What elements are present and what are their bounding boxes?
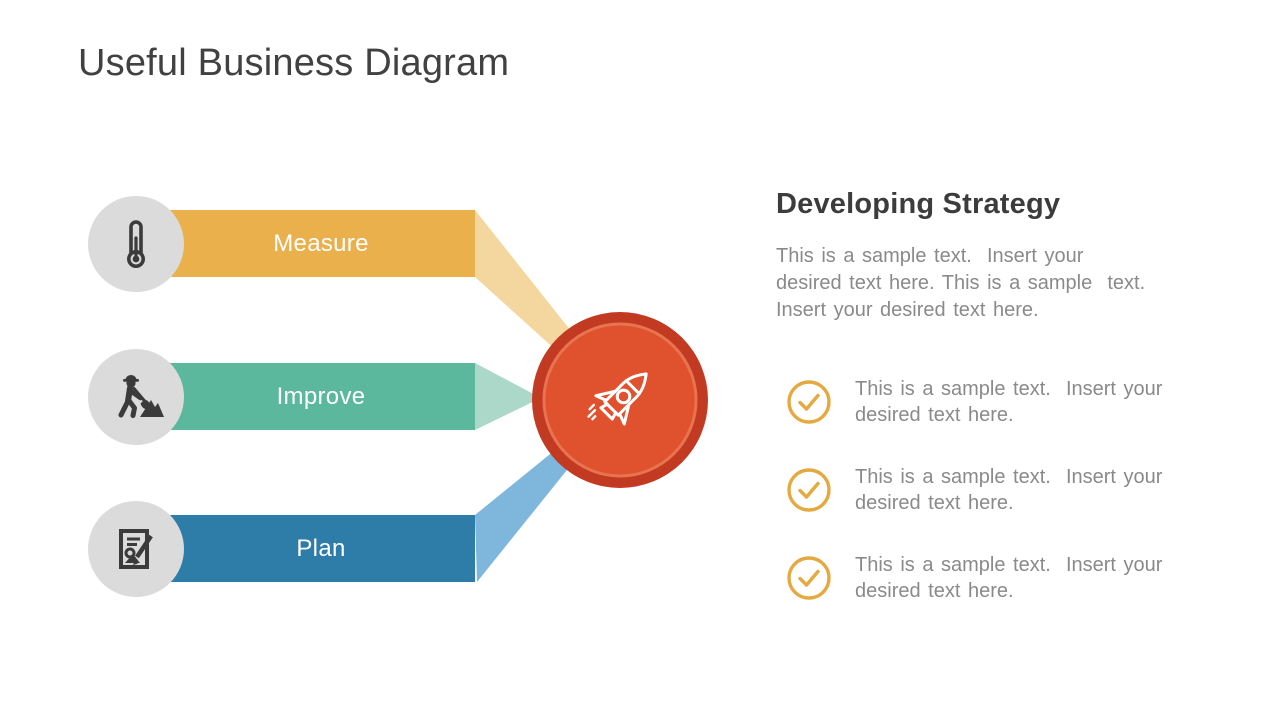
content-heading: Developing Strategy bbox=[776, 188, 1061, 220]
rocket-fin-right bbox=[618, 403, 631, 426]
step-icon-circle-improve bbox=[88, 349, 184, 445]
rocket-icon bbox=[587, 372, 648, 426]
rocket-nozzle bbox=[599, 402, 618, 421]
rocket-window bbox=[615, 388, 632, 405]
bullet-line: desired text here. bbox=[855, 492, 1014, 514]
step-bar-improve: Improve bbox=[167, 363, 475, 430]
rocket-speed-lines bbox=[587, 403, 597, 421]
check-circle-icon bbox=[787, 556, 831, 600]
bullet-line: desired text here. bbox=[855, 580, 1014, 602]
content-paragraph: This is a sample text. Insert your desir… bbox=[776, 243, 1145, 324]
rocket-body bbox=[603, 372, 648, 417]
bullet-text: This is a sample text. Insert your desir… bbox=[855, 464, 1162, 516]
slide-title: Useful Business Diagram bbox=[78, 42, 510, 84]
bullet-item: This is a sample text. Insert your desir… bbox=[786, 552, 1162, 604]
connector-plan bbox=[475, 450, 571, 582]
step-label-improve: Improve bbox=[276, 382, 366, 410]
bullet-text: This is a sample text. Insert your desir… bbox=[855, 552, 1162, 604]
step-bar-measure: Measure bbox=[167, 210, 475, 277]
bullet-line: desired text here. bbox=[855, 404, 1014, 426]
step-icon-circle-measure bbox=[88, 196, 184, 292]
bullet-line: This is a sample text. Insert your bbox=[855, 554, 1163, 576]
step-label-measure: Measure bbox=[273, 229, 369, 257]
check-circle-icon bbox=[787, 380, 831, 424]
bullet-line: This is a sample text. Insert your bbox=[855, 378, 1163, 400]
bullet-item: This is a sample text. Insert your desir… bbox=[786, 376, 1162, 428]
step-label-plan: Plan bbox=[296, 534, 346, 562]
bullet-item: This is a sample text. Insert your desir… bbox=[786, 464, 1162, 516]
connector-measure bbox=[475, 210, 575, 352]
paragraph-line: This is a sample text. Insert your bbox=[776, 245, 1084, 267]
step-icon-circle-plan bbox=[88, 501, 184, 597]
paragraph-line: Insert your desired text here. bbox=[776, 299, 1039, 321]
hub-outer-ring bbox=[532, 312, 708, 488]
rocket-fin-left bbox=[594, 389, 617, 402]
bullet-line: This is a sample text. Insert your bbox=[855, 466, 1163, 488]
step-bar-plan: Plan bbox=[167, 515, 475, 582]
hub-inner-circle bbox=[542, 322, 698, 478]
bullet-text: This is a sample text. Insert your desir… bbox=[855, 376, 1162, 428]
rocket-nose-line bbox=[624, 379, 641, 396]
thermometer-icon bbox=[126, 220, 145, 268]
connector-improve bbox=[475, 363, 541, 430]
paragraph-line: desired text here. This is a sample text… bbox=[776, 272, 1146, 294]
construction-worker-icon bbox=[118, 375, 164, 418]
plan-document-icon bbox=[119, 529, 153, 569]
check-circle-icon bbox=[787, 468, 831, 512]
